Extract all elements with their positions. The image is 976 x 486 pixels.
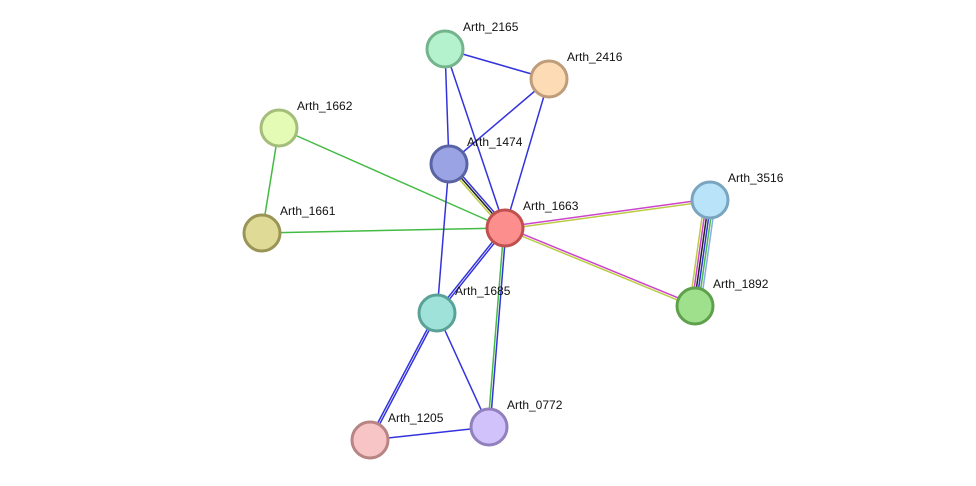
- node-Arth_2165[interactable]: [425, 29, 465, 69]
- edge-Arth_2416-Arth_1474-0: [448, 78, 550, 165]
- edge-Arth_1663-Arth_1892-0: [505, 226, 696, 306]
- edge-Arth_1662-Arth_1663-0: [278, 127, 506, 229]
- edge-Arth_1474-Arth_1685-0: [436, 163, 450, 314]
- node-Arth_1474[interactable]: [429, 144, 469, 184]
- node-Arth_0772[interactable]: [469, 407, 509, 447]
- node-layer: [242, 29, 730, 460]
- node-label-Arth_1662: Arth_1662: [297, 99, 353, 113]
- node-Arth_1663[interactable]: [485, 208, 525, 248]
- edge-Arth_1663-Arth_0772-1: [487, 227, 505, 427]
- node-label-Arth_3516: Arth_3516: [728, 171, 784, 185]
- node-label-Arth_2165: Arth_2165: [463, 20, 519, 34]
- edge-Arth_1205-Arth_0772-0: [369, 426, 490, 441]
- node-Arth_1685[interactable]: [417, 293, 457, 333]
- node-label-Arth_1663: Arth_1663: [523, 199, 579, 213]
- edge-Arth_1685-Arth_1205-1: [368, 312, 437, 440]
- edge-Arth_1685-Arth_0772-0: [436, 312, 490, 428]
- edge-Arth_1663-Arth_1892-1: [504, 228, 695, 308]
- node-Arth_1661[interactable]: [242, 213, 282, 253]
- node-Arth_1662[interactable]: [259, 108, 299, 148]
- edge-Arth_2416-Arth_1663-0: [504, 78, 550, 229]
- edge-Arth_1685-Arth_1205-0: [370, 313, 439, 441]
- node-label-Arth_1892: Arth_1892: [713, 277, 769, 291]
- node-Arth_1892[interactable]: [675, 286, 715, 326]
- label-layer: Arth_2165Arth_2416Arth_1662Arth_1474Arth…: [280, 20, 784, 425]
- edge-Arth_2165-Arth_1663-0: [444, 48, 506, 229]
- node-Arth_3516[interactable]: [690, 180, 730, 220]
- node-label-Arth_2416: Arth_2416: [567, 50, 623, 64]
- node-Arth_1205[interactable]: [350, 420, 390, 460]
- node-label-Arth_0772: Arth_0772: [507, 398, 563, 412]
- node-label-Arth_1205: Arth_1205: [388, 411, 444, 425]
- edge-Arth_1663-Arth_0772-0: [489, 228, 507, 428]
- node-label-Arth_1474: Arth_1474: [467, 135, 523, 149]
- edge-Arth_1661-Arth_1663-0: [261, 227, 506, 234]
- node-label-Arth_1685: Arth_1685: [455, 284, 511, 298]
- node-label-Arth_1661: Arth_1661: [280, 204, 336, 218]
- edge-Arth_1663-Arth_3516-0: [504, 198, 710, 228]
- edge-Arth_1663-Arth_3516-1: [505, 200, 711, 230]
- node-Arth_2416[interactable]: [529, 59, 569, 99]
